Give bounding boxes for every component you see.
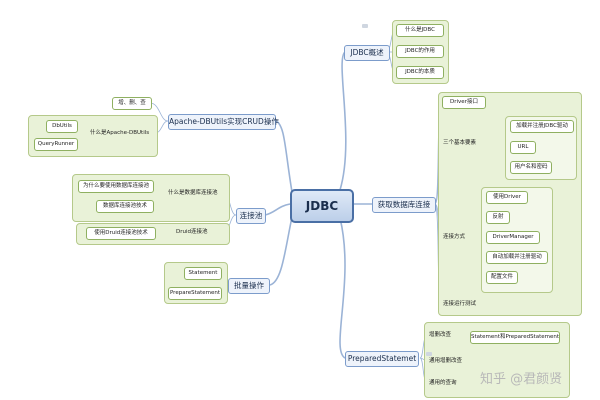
dbutils-class[interactable]: DbUtils bbox=[46, 120, 78, 133]
prepared-generic-crud[interactable]: 通用增删改查 bbox=[429, 358, 463, 364]
pool-druid[interactable]: Druid连接池 bbox=[176, 229, 208, 235]
link-batch bbox=[269, 216, 293, 286]
note-icon bbox=[362, 24, 368, 28]
batch-preparestatement[interactable]: PrepareStatement bbox=[168, 287, 222, 300]
overview-item-role[interactable]: JDBC的作用 bbox=[396, 45, 444, 58]
prepared-crud[interactable]: 增删改查 bbox=[429, 332, 452, 338]
branch-pool[interactable]: 连接池 bbox=[236, 208, 266, 224]
branch-overview[interactable]: JDBC概述 bbox=[344, 45, 390, 61]
link-pool bbox=[264, 203, 291, 216]
prepared-statement-vs[interactable]: Statement和PreparedStatement bbox=[470, 331, 560, 344]
watermark: 知乎 @君颜贤 bbox=[480, 372, 563, 387]
batch-statement[interactable]: Statement bbox=[184, 267, 222, 280]
overview-item-essence[interactable]: JDBC的本质 bbox=[396, 66, 444, 79]
dbutils-crud[interactable]: 增、删、查 bbox=[112, 97, 152, 110]
pool-why[interactable]: 为什么要使用数据库连接池 bbox=[78, 180, 154, 193]
branch-batch[interactable]: 批量操作 bbox=[228, 278, 270, 294]
branch-connect[interactable]: 获取数据库连接 bbox=[372, 197, 436, 213]
overview-item-what[interactable]: 什么是JDBC bbox=[396, 24, 444, 37]
method-drivermanager[interactable]: DriverManager bbox=[486, 231, 540, 244]
central-topic[interactable]: JDBC bbox=[290, 189, 354, 223]
note-icon bbox=[426, 352, 432, 356]
dbutils-what[interactable]: 什么是Apache-DBUtils bbox=[90, 130, 150, 136]
element-url[interactable]: URL bbox=[510, 141, 536, 154]
element-load-driver[interactable]: 加载并注册JDBC驱动 bbox=[510, 120, 574, 133]
pool-what[interactable]: 什么是数据库连接池 bbox=[168, 190, 218, 196]
link-dbutils bbox=[275, 120, 293, 193]
link-prepared bbox=[339, 217, 346, 359]
connect-driver-api[interactable]: Driver接口 bbox=[442, 96, 486, 109]
connect-test[interactable]: 连接运行测试 bbox=[443, 301, 477, 307]
connect-methods-label[interactable]: 连接方式 bbox=[443, 234, 466, 240]
element-user-password[interactable]: 用户名和密码 bbox=[510, 161, 552, 174]
method-reflection[interactable]: 反射 bbox=[486, 211, 510, 224]
method-config-file[interactable]: 配置文件 bbox=[486, 271, 518, 284]
queryrunner-class[interactable]: QueryRunner bbox=[34, 138, 78, 151]
connect-three-elements-label[interactable]: 三个基本要素 bbox=[443, 140, 477, 146]
pool-tech[interactable]: 数据库连接池技术 bbox=[96, 200, 154, 213]
method-auto-register[interactable]: 自动加载并注册驱动 bbox=[486, 251, 548, 264]
link-overview bbox=[339, 51, 347, 191]
branch-dbutils[interactable]: Apache-DBUtils实现CRUD操作 bbox=[168, 114, 279, 130]
method-use-driver[interactable]: 使用Driver bbox=[486, 191, 528, 204]
prepared-generic-query[interactable]: 通用的查询 bbox=[429, 380, 457, 386]
branch-prepared[interactable]: PreparedStatemet bbox=[345, 351, 419, 367]
pool-druid-use[interactable]: 使用Druid连接池技术 bbox=[86, 227, 156, 240]
